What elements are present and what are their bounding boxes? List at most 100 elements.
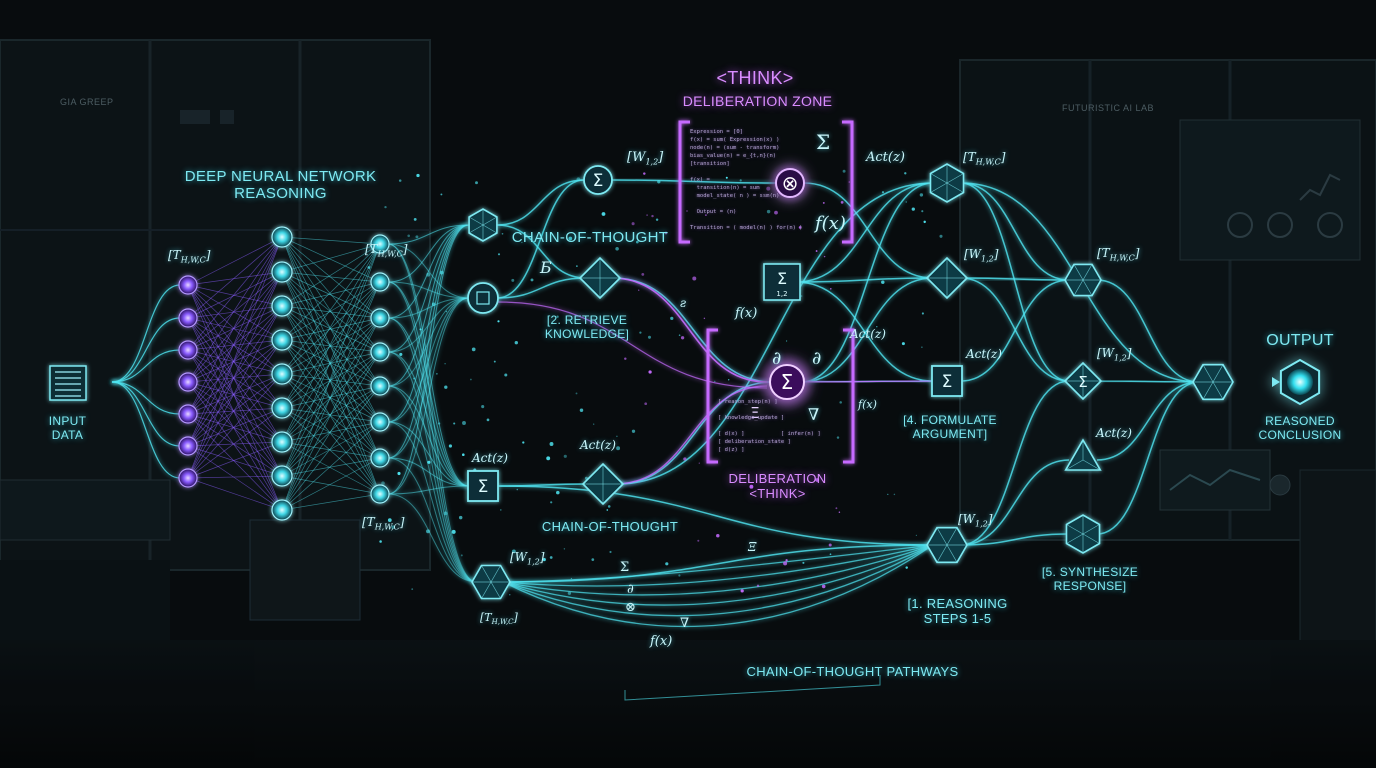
- fully-connected-edges: [187, 236, 381, 511]
- edge-l1-l2: [187, 441, 283, 447]
- connection-line: [387, 485, 470, 495]
- particle: [522, 441, 525, 444]
- triangle-node: [1064, 438, 1102, 471]
- polyhedron-node-bottom-facet: [481, 581, 492, 599]
- sum-node-right: Σ: [931, 365, 963, 397]
- particle: [453, 422, 456, 425]
- particle: [639, 331, 642, 334]
- particle: [563, 548, 566, 550]
- particle: [415, 235, 419, 239]
- weight-label-top: [W1,2]: [627, 150, 664, 167]
- particle: [905, 566, 908, 569]
- edge-l1-l2: [187, 317, 283, 341]
- edge-l2-l3: [281, 457, 381, 477]
- particle: [774, 210, 778, 215]
- omega-label: ƨ: [680, 296, 687, 310]
- edge-l1-l2: [187, 407, 283, 479]
- particle: [542, 558, 546, 562]
- particle: [697, 539, 700, 542]
- particle: [692, 276, 697, 281]
- particle: [416, 173, 420, 178]
- diamond-node-top: [578, 256, 622, 300]
- pathway-hub-diamR: [800, 277, 934, 383]
- edge-l2-l3: [281, 236, 381, 319]
- edge-l1-l2: [187, 407, 283, 415]
- edge-l1-l2: [187, 381, 283, 409]
- particle: [444, 385, 448, 389]
- neuron-layer-2: [271, 431, 293, 453]
- deliberation-flow: [611, 277, 768, 383]
- particle: [678, 334, 681, 337]
- particle: [828, 543, 832, 547]
- output-hub-node-facet: [1212, 381, 1224, 400]
- particle: [514, 341, 518, 345]
- neuron-layer-3: [370, 342, 390, 362]
- edge-l2-l3: [281, 421, 381, 477]
- particle: [556, 315, 559, 318]
- chain-of-thought-pathway: [502, 544, 934, 583]
- edge-l1-l2: [187, 236, 283, 415]
- particle: [591, 558, 595, 561]
- particle: [387, 518, 392, 522]
- polyhedron-node-right-facet: [936, 544, 948, 563]
- polyhedron-node-bottom-facet: [481, 565, 492, 583]
- particle: [815, 250, 818, 252]
- edge-l1-l2: [187, 305, 283, 351]
- pathway-sumBox-sumR: [795, 281, 934, 382]
- particle: [615, 247, 619, 251]
- deliberation-zone-bracket-right: [842, 120, 854, 244]
- polyhedron-node-far: [1064, 263, 1102, 297]
- input-edge: [111, 381, 181, 415]
- pathway-otimes-diamR: [803, 182, 934, 279]
- particle: [901, 342, 905, 346]
- pathway-sumTop-otimes: [611, 179, 777, 184]
- edge-l2-l3: [281, 243, 381, 477]
- particle: [665, 562, 669, 566]
- deliberation-zone-bracket-left: [678, 120, 690, 244]
- edge-l2-l3: [281, 351, 381, 511]
- particle: [670, 316, 674, 321]
- particle: [785, 559, 788, 562]
- func-label-zone: f(x): [815, 213, 846, 234]
- partial-pathway-label: ∂: [627, 582, 634, 597]
- particle: [568, 236, 573, 241]
- cube-node-top-facet: [930, 182, 948, 193]
- edge-l1-l2: [187, 349, 283, 375]
- input-label-line-1: INPUT: [48, 414, 87, 428]
- edge-l2-l3: [281, 317, 381, 409]
- particle: [835, 507, 838, 510]
- particle: [563, 454, 567, 458]
- particle: [460, 554, 463, 557]
- particle: [556, 490, 560, 495]
- particle: [635, 240, 639, 244]
- polyhedron-node-far-facet: [1082, 264, 1093, 281]
- connection-line: [387, 351, 478, 583]
- particle: [462, 453, 465, 457]
- particle: [881, 280, 885, 284]
- input-edge: [111, 284, 181, 383]
- edge-l1-l2: [187, 349, 283, 511]
- edge-l2-l3: [281, 281, 381, 409]
- weight-label-bottom: [W1,2]: [510, 550, 545, 567]
- connection-line: [387, 224, 470, 319]
- deliberation-lower-bracket-left: [706, 328, 718, 464]
- input-document-frame: [49, 365, 87, 401]
- pathway-sumR-polyFar: [960, 279, 1070, 382]
- particle: [848, 181, 851, 183]
- edge-l2-l3: [281, 281, 381, 511]
- edge-l1-l2: [187, 271, 283, 383]
- polyhedron-node-right-facet: [946, 544, 958, 563]
- synthesize-line-1: [5. SYNTHESIZE: [1041, 565, 1139, 579]
- edge-l1-l2: [187, 381, 283, 511]
- edge-l2-l3: [281, 441, 381, 459]
- connection-line: [387, 457, 470, 487]
- particle: [427, 460, 431, 464]
- neuron-layer-2: [271, 499, 293, 521]
- particle: [678, 574, 681, 577]
- hexagon-node: [468, 208, 498, 242]
- particle: [698, 462, 700, 464]
- nabla-hub-label: ∇: [808, 405, 820, 424]
- edge-l1-l2: [187, 305, 283, 415]
- edge-l2-l3: [281, 243, 381, 341]
- edge-l2-l3: [281, 407, 381, 459]
